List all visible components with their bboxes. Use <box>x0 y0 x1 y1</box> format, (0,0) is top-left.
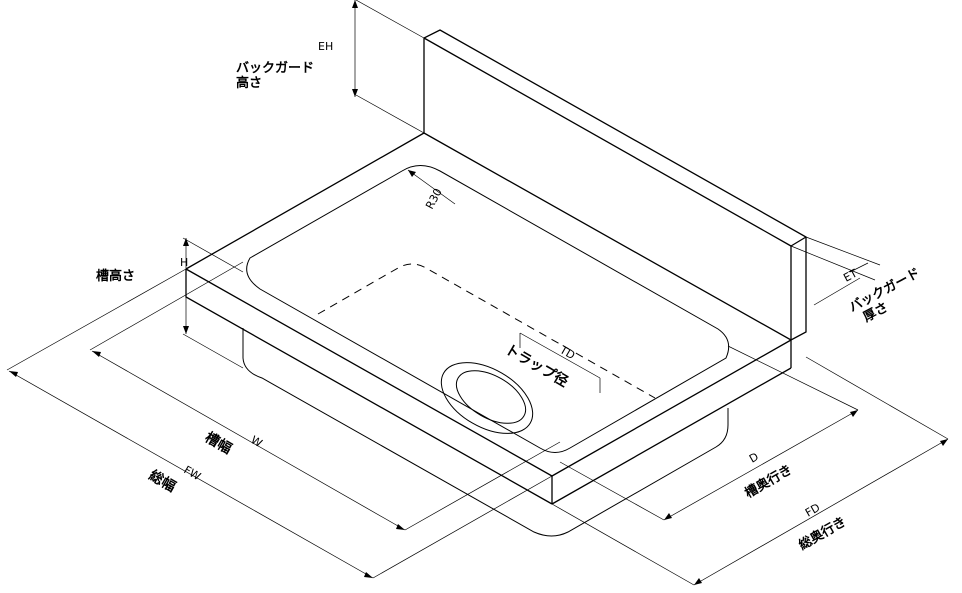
fd-dimension <box>551 356 949 586</box>
basin-height-label: 槽高さ <box>96 268 135 284</box>
backguard-height-label-2: 高さ <box>236 75 262 91</box>
fw-dimension <box>6 268 553 579</box>
basin-depth-label: 槽奥行き <box>742 462 795 502</box>
r30-leader <box>407 169 456 205</box>
et-dimension <box>790 236 881 306</box>
h-code: H <box>180 256 188 269</box>
d-dimension <box>559 345 859 521</box>
fw-code: FW <box>182 463 204 483</box>
td-dimension <box>519 332 601 393</box>
w-dimension <box>89 261 561 531</box>
basin-underside <box>242 328 729 537</box>
fd-code: FD <box>803 501 822 520</box>
drain-trap <box>440 362 534 434</box>
h-dimension <box>182 237 244 369</box>
w-code: W <box>249 433 265 450</box>
eh-dimension <box>352 0 425 134</box>
backguard <box>423 29 807 341</box>
eh-code: EH <box>318 40 333 53</box>
et-code: ET <box>841 267 859 285</box>
total-depth-label: 総奥行き <box>796 514 849 554</box>
basin-opening <box>246 165 730 453</box>
d-code: D <box>747 450 761 466</box>
basin-width-label: 槽幅 <box>202 429 235 458</box>
total-width-label: 総幅 <box>146 467 179 496</box>
td-code: TD <box>557 343 578 362</box>
backguard-height-label-1: バックガード <box>236 61 314 76</box>
radius-label: R30 <box>423 186 445 211</box>
basin-bottom-hidden <box>317 263 656 399</box>
